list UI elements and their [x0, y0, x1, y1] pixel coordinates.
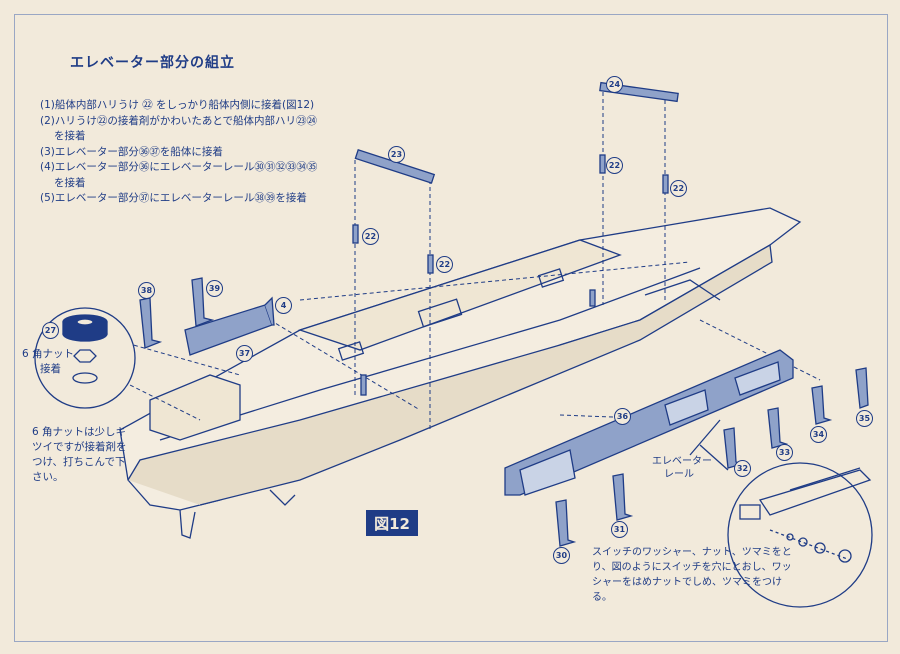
assembly-steps: (1)船体内部ハリうけ ㉒ をしっかり船体内側に接着(図12) (2)ハリうけ㉒…: [40, 98, 317, 207]
nut-label-line-1: 6 角ナット: [22, 348, 75, 360]
callout-38: 38: [138, 282, 155, 299]
section-title: エレベーター部分の組立: [70, 55, 235, 71]
callout-22d: 22: [670, 180, 687, 197]
elevator-36: [504, 349, 794, 496]
step-2: (2)ハリうけ㉒の接着剤がかわいたあとで船体内部ハリ㉓㉔: [40, 114, 318, 127]
callout-36: 36: [614, 408, 631, 425]
rail-label-line-1: エレベーター: [652, 456, 712, 467]
callout-32: 32: [734, 460, 751, 477]
callout-22a: 22: [362, 228, 379, 245]
nut-label: 6 角ナット 接着: [22, 347, 74, 377]
rail-label: エレベーター レール: [652, 455, 712, 481]
hull-deck: [297, 239, 622, 351]
stern-block: [149, 374, 241, 441]
page-frame: [14, 14, 888, 642]
callout-31: 31: [611, 521, 628, 538]
callout-23: 23: [388, 146, 405, 163]
rail-label-line-2: レール: [664, 469, 694, 480]
deck-opening-2: [417, 298, 463, 328]
step-1: (1)船体内部ハリうけ ㉒ をしっかり船体内側に接着(図12): [40, 99, 315, 111]
nut-note: 6 角ナットは少しキツイですが接着剤をつけ、打ちこんで下さい。: [32, 426, 127, 483]
step-4: (4)エレベーター部分㊱にエレベーターレール㉚㉛㉜㉝㉞㉟: [40, 161, 318, 173]
callout-22c: 22: [606, 157, 623, 174]
deck-opening-1: [337, 341, 365, 361]
callout-22b: 22: [436, 256, 453, 273]
callout-35: 35: [856, 410, 873, 427]
callout-34: 34: [810, 426, 827, 443]
step-2-cont: を接着: [54, 130, 86, 142]
rail-33: [767, 407, 789, 449]
callout-27: 27: [42, 322, 59, 339]
rail-35: [855, 367, 869, 409]
hull-side: [127, 243, 773, 506]
callout-37: 37: [236, 345, 253, 362]
rail-34: [811, 385, 833, 425]
rail-38: [139, 297, 163, 349]
step-5: (5)エレベーター部分㊲にエレベーターレール㊳㊴を接着: [40, 192, 307, 204]
callout-24: 24: [606, 76, 623, 93]
callout-39: 39: [206, 280, 223, 297]
rail-30: [555, 499, 577, 547]
rail-39: [191, 277, 215, 327]
callout-33: 33: [776, 444, 793, 461]
callout-30: 30: [553, 547, 570, 564]
step-3: (3)エレベーター部分㊱㊲を船体に接着: [40, 145, 223, 158]
switch-note: スイッチのワッシャー、ナット、ツマミをとり、図のようにスイッチを穴にとおし、ワッ…: [592, 547, 792, 603]
step-4-cont: を接着: [54, 176, 86, 189]
nut-label-line-2: 接着: [40, 363, 61, 375]
figure-label: 図12: [366, 510, 418, 536]
nut-detail-circle: [34, 307, 136, 409]
callout-4: 4: [275, 297, 292, 314]
rail-31: [612, 473, 634, 521]
